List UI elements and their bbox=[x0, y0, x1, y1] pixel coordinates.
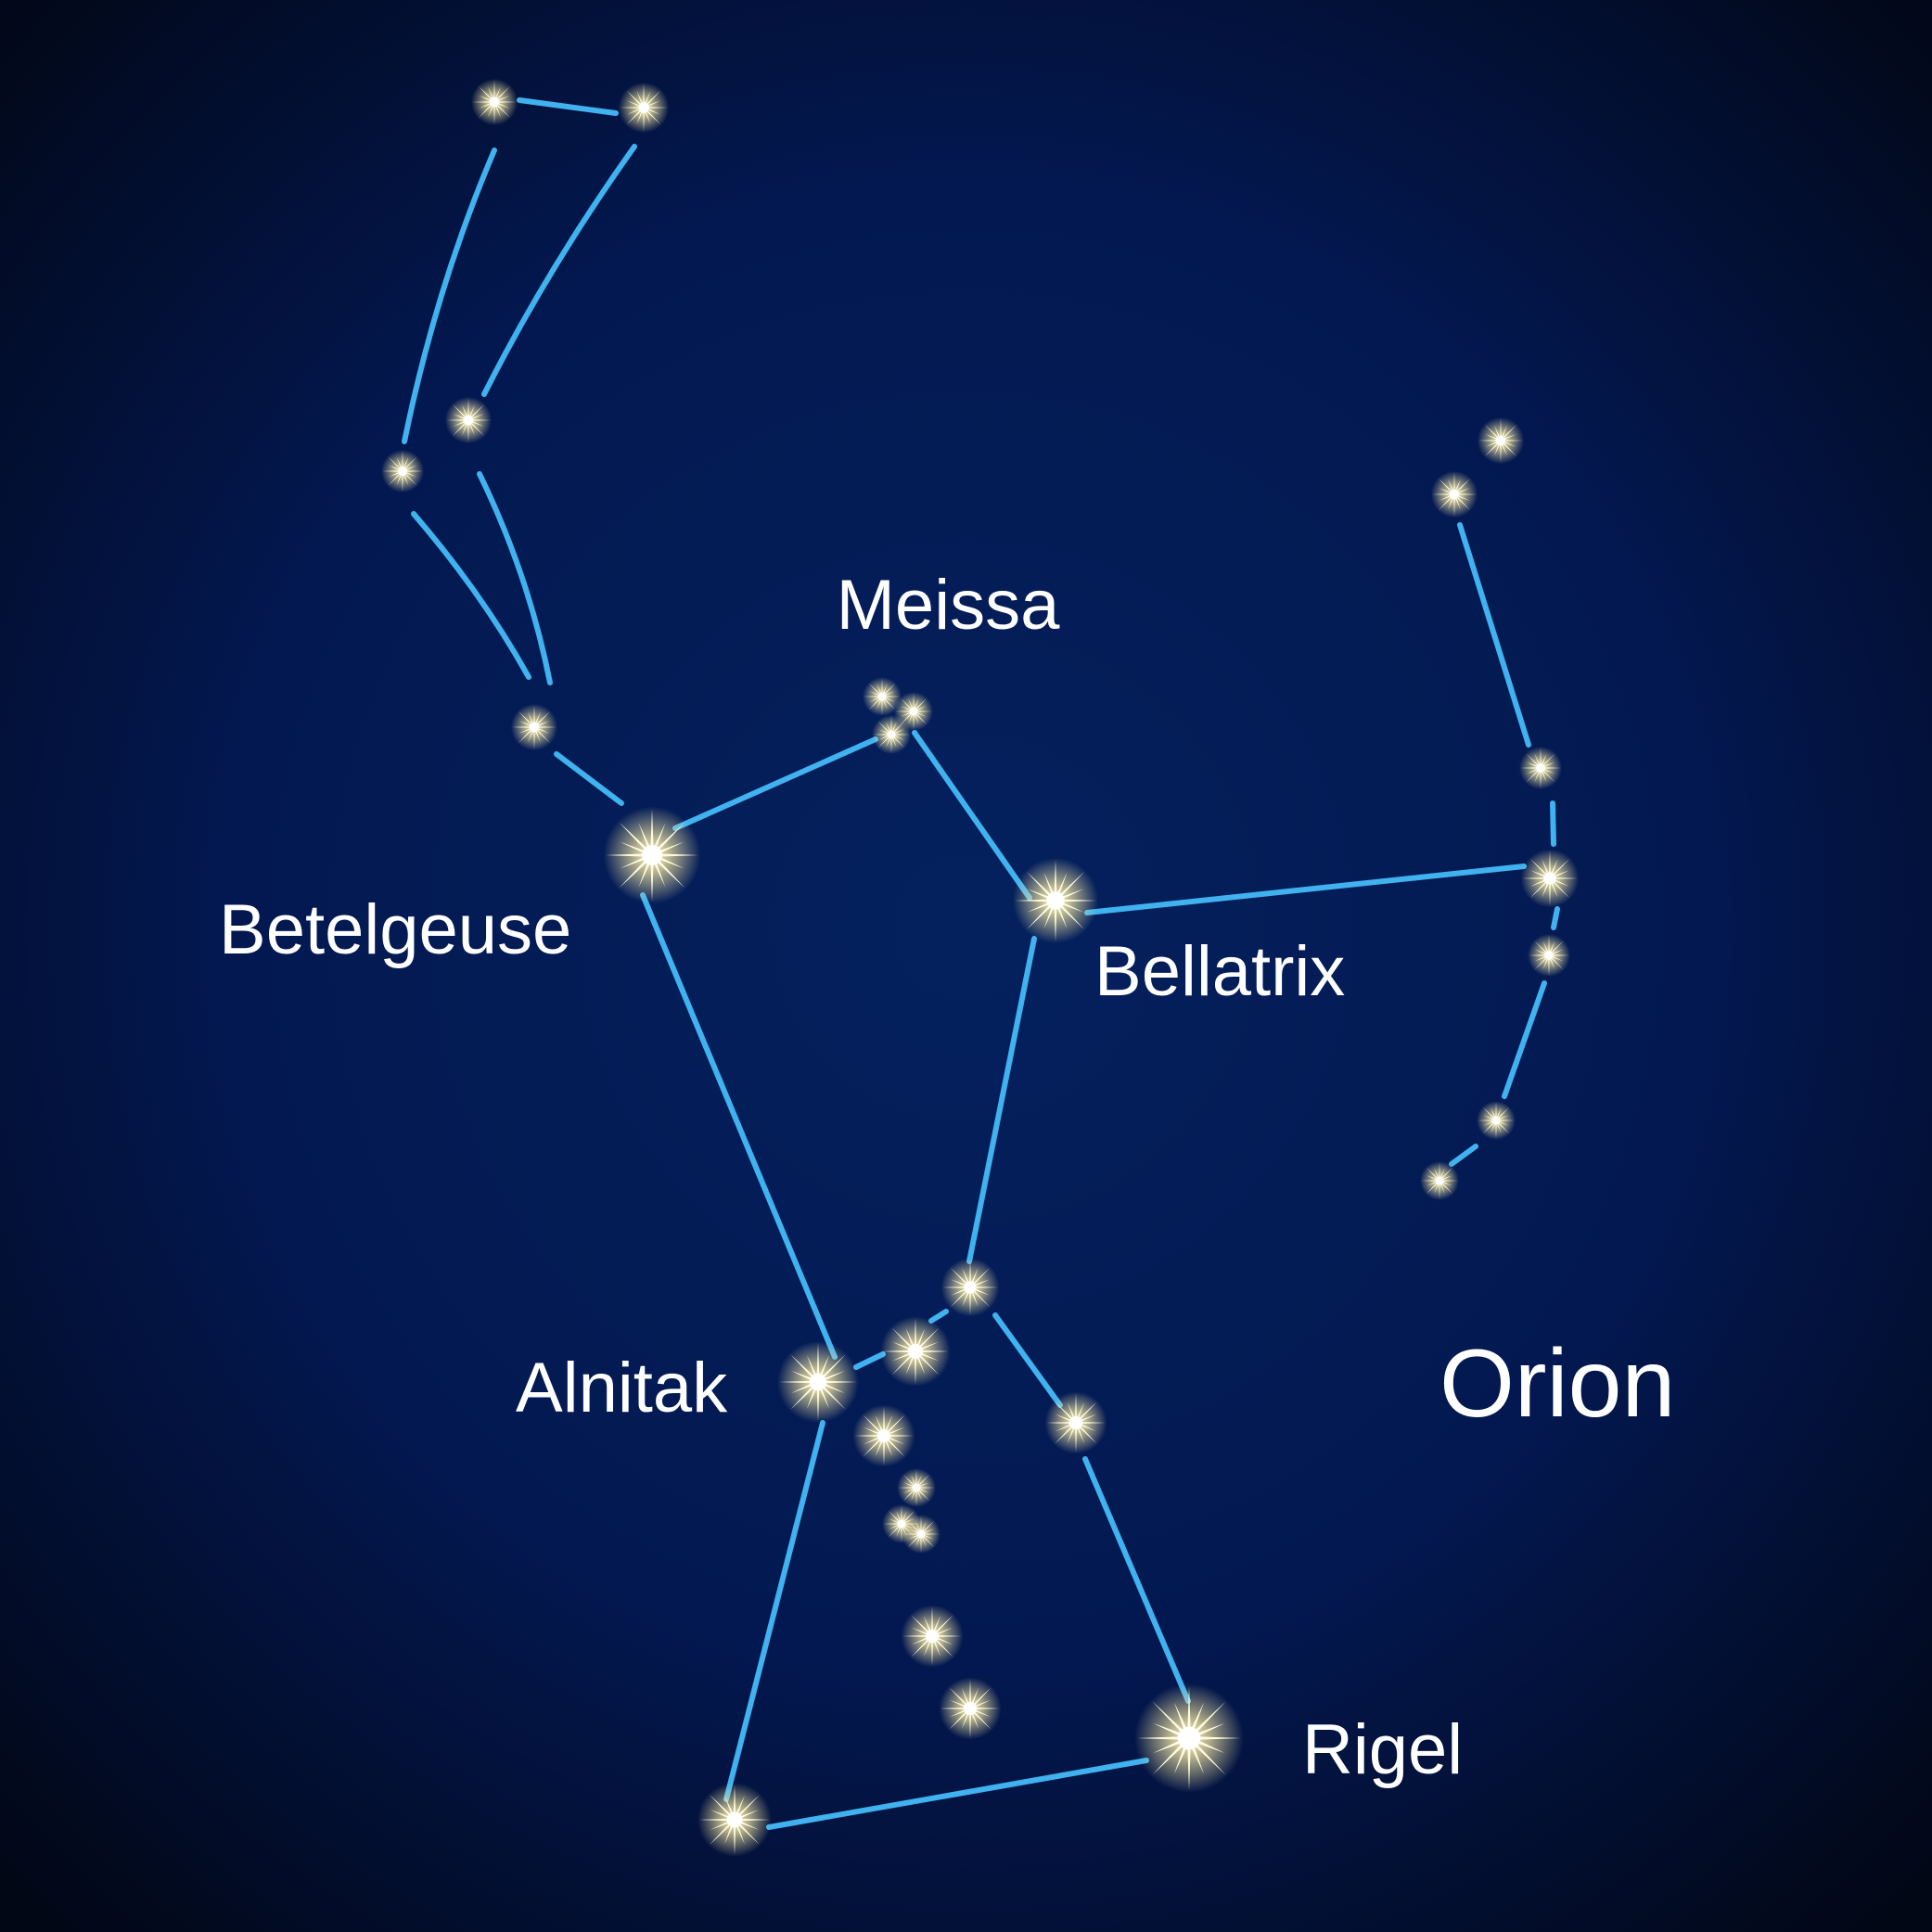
star-meissa-a-icon bbox=[863, 677, 902, 716]
star-alnitak-icon bbox=[776, 1340, 860, 1424]
star-bellatrix-icon bbox=[1012, 857, 1099, 944]
line-bellatrix-belt bbox=[966, 936, 1037, 1264]
line-shield-lower1 bbox=[1551, 906, 1560, 930]
label-meissa: Meissa bbox=[837, 566, 1060, 645]
star-foot-icon bbox=[697, 1783, 772, 1857]
constellation-name: Orion bbox=[1439, 1330, 1675, 1438]
star-club-top-right-icon bbox=[618, 82, 670, 134]
line-bellatrix-shield bbox=[1084, 864, 1527, 915]
line-foot-rigel bbox=[766, 1758, 1149, 1830]
label-bellatrix: Bellatrix bbox=[1094, 932, 1345, 1011]
line-arm-left bbox=[411, 511, 531, 680]
line-belt-1 bbox=[853, 1351, 886, 1370]
star-saiph-icon bbox=[1044, 1391, 1107, 1454]
star-rigel-icon bbox=[1134, 1683, 1244, 1793]
star-shield-2-icon bbox=[1430, 470, 1478, 518]
line-club-left bbox=[402, 147, 497, 444]
line-shield-upper bbox=[1457, 522, 1531, 748]
line-shield-mid bbox=[1550, 800, 1556, 847]
line-betelgeuse-meissa bbox=[672, 736, 878, 831]
line-shoulder-betelgeuse bbox=[554, 751, 624, 806]
line-club-right bbox=[481, 144, 637, 397]
label-alnitak: Alnitak bbox=[516, 1349, 728, 1427]
star-sword-1-icon bbox=[852, 1404, 915, 1467]
line-belt-saiph bbox=[992, 1312, 1063, 1408]
star-club-left-icon bbox=[380, 449, 425, 493]
star-club-right-icon bbox=[444, 396, 493, 444]
star-labels: Meissa Betelgeuse Bellatrix Alnitak Rige… bbox=[219, 566, 1675, 1789]
star-arm-icon bbox=[510, 703, 558, 751]
line-saiph-rigel bbox=[1082, 1456, 1191, 1704]
star-sword-4-icon bbox=[902, 1515, 940, 1554]
label-rigel: Rigel bbox=[1302, 1710, 1463, 1789]
line-club-top bbox=[517, 97, 619, 116]
star-alnilam-icon bbox=[880, 1316, 951, 1387]
line-shield-bottom bbox=[1449, 1144, 1478, 1167]
line-meissa-bellatrix bbox=[912, 730, 1032, 901]
star-sword-5-icon bbox=[901, 1605, 964, 1668]
line-alnitak-foot bbox=[723, 1420, 825, 1802]
star-sword-2-icon bbox=[897, 1468, 936, 1507]
star-shield-5-icon bbox=[1527, 933, 1571, 978]
star-shield-6-icon bbox=[1477, 1101, 1516, 1140]
line-betelgeuse-alnitak bbox=[640, 892, 838, 1360]
star-shield-3-icon bbox=[1518, 746, 1563, 790]
star-sword-6-icon bbox=[939, 1677, 1002, 1740]
star-betelgeuse-icon bbox=[603, 806, 701, 904]
line-arm-right bbox=[477, 471, 553, 685]
star-shield-top-icon bbox=[1477, 416, 1525, 465]
constellation-stars bbox=[380, 78, 1580, 1857]
star-shield-4-icon bbox=[1520, 849, 1580, 908]
star-mintaka-icon bbox=[940, 1258, 1000, 1317]
line-shield-lower2 bbox=[1502, 980, 1547, 1099]
constellation-lines bbox=[402, 97, 1560, 1830]
star-shield-7-icon bbox=[1420, 1161, 1459, 1200]
star-club-top-left-icon bbox=[470, 78, 518, 126]
star-meissa-c-icon bbox=[872, 715, 911, 754]
line-belt-2 bbox=[928, 1309, 949, 1324]
label-betelgeuse: Betelgeuse bbox=[219, 890, 571, 969]
